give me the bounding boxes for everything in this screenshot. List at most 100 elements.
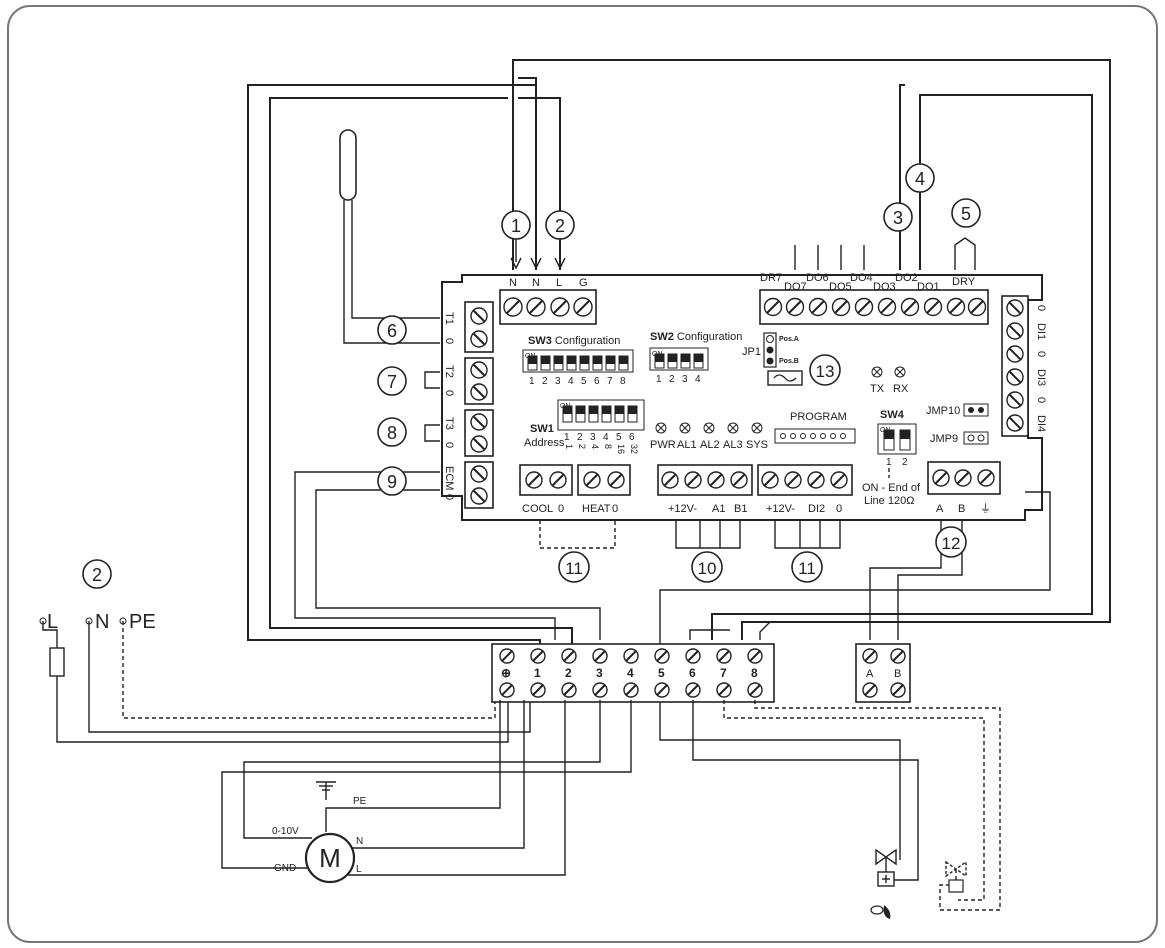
bus-terminal — [927, 461, 1001, 495]
jmp9-jumper[interactable] — [963, 431, 989, 445]
wire-n-loop — [512, 59, 1111, 640]
label-t1-0: 0 — [443, 338, 455, 344]
temperature-probe — [339, 129, 357, 201]
svg-text:1: 1 — [511, 216, 521, 236]
callout-8: 8 — [377, 417, 407, 447]
svg-text:7: 7 — [387, 372, 397, 392]
motor-0-10v: 0-10V — [272, 826, 299, 837]
pwr-led-icon — [655, 422, 667, 434]
di-label-0b: 0 — [1035, 351, 1047, 357]
svg-text:8: 8 — [387, 423, 397, 443]
ab-label-b: B — [894, 668, 901, 680]
label-do4: DO4 — [850, 272, 873, 284]
t2-terminal — [464, 357, 494, 405]
svg-text:3: 3 — [893, 208, 903, 228]
power-label-n2: N — [532, 277, 540, 289]
label-di2-0: 0 — [836, 503, 842, 515]
svg-text:2: 2 — [92, 565, 102, 585]
di-label-di4: DI4 — [1035, 415, 1047, 432]
jmp10-jumper[interactable] — [963, 403, 989, 417]
jmp10-label: JMP10 — [926, 405, 960, 417]
sw2-title: SW2 Configuration — [650, 331, 742, 343]
led-al3: AL3 — [723, 439, 743, 451]
svg-text:8: 8 — [603, 444, 613, 449]
sw2-dip-switch[interactable]: ON — [649, 347, 709, 371]
callout-4: 4 — [905, 163, 935, 193]
svg-text:2: 2 — [669, 374, 675, 385]
svg-text:13: 13 — [816, 362, 835, 381]
do-screws — [763, 297, 987, 317]
diagram-border — [7, 5, 1158, 943]
di-label-0c: 0 — [1035, 397, 1047, 403]
jp1-jumper[interactable] — [763, 332, 777, 368]
t3-terminal — [464, 409, 494, 457]
led-icons — [655, 422, 763, 434]
valve-wiring — [692, 700, 1001, 911]
ecm-terminal — [464, 461, 494, 509]
sys-led-icon — [751, 422, 763, 434]
svg-text:5: 5 — [616, 432, 622, 443]
sw3-dip-switch[interactable]: ON — [522, 349, 634, 373]
callout-11b: 11 — [791, 551, 823, 583]
motor-pe: PE — [353, 796, 367, 807]
label-cool-0: 0 — [558, 503, 564, 515]
callout-3: 3 — [883, 202, 913, 232]
bracket-10 — [675, 520, 741, 549]
jp1-label: JP1 — [742, 346, 761, 358]
label-heat: HEAT — [582, 503, 611, 515]
svg-text:12: 12 — [942, 534, 961, 553]
motor-symbol: M — [319, 843, 341, 873]
label-heat-0: 0 — [612, 503, 618, 515]
wire-8 — [759, 621, 771, 640]
sw4-note-1: ON - End of — [862, 482, 921, 494]
callout-5: 5 — [951, 198, 981, 228]
t1-terminal — [464, 301, 494, 353]
svg-text:6: 6 — [387, 321, 397, 341]
probe-wire-a — [343, 200, 440, 344]
callout-11a: 11 — [558, 551, 590, 583]
wire-do1 — [711, 94, 1093, 640]
wire-5 — [659, 491, 1051, 860]
mains-pe-label: PE — [129, 611, 156, 633]
ab-label-a: A — [866, 668, 874, 680]
fuse-symbol — [49, 647, 65, 677]
svg-text:5: 5 — [961, 204, 971, 224]
sw1-dip-switch[interactable]: ON — [557, 399, 645, 431]
jp1-pos-a: Pos.A — [779, 336, 799, 343]
terminal-strip-labels: ⊕ 1 2 3 4 5 6 7 8 — [501, 666, 758, 680]
jp1-pos-b: Pos.B — [779, 358, 799, 365]
svg-text:3: 3 — [555, 376, 561, 387]
label-bus-a: A — [936, 503, 944, 515]
svg-text:16: 16 — [616, 444, 626, 454]
bracket-11a — [539, 520, 616, 549]
label-t2: T2 — [443, 365, 455, 378]
svg-text:4: 4 — [568, 376, 574, 387]
svg-text:6: 6 — [689, 666, 696, 680]
mains-n-label: N — [95, 611, 109, 633]
label-t2-0: 0 — [443, 390, 455, 396]
sw1-weights: 1 2 4 8 16 32 — [564, 444, 639, 454]
callout-7: 7 — [377, 366, 407, 396]
callout-6: 6 — [377, 315, 407, 345]
svg-text:3: 3 — [590, 432, 596, 443]
svg-text:1: 1 — [529, 376, 535, 387]
probe-wire-b — [351, 200, 440, 319]
sw4-dip-switch[interactable]: ON — [877, 423, 917, 455]
di-label-di1: DI1 — [1035, 323, 1047, 340]
callout-1: 1 — [501, 210, 531, 240]
ecm-wire-b — [315, 489, 601, 640]
label-t3-0: 0 — [443, 442, 455, 448]
wire-do2 — [899, 84, 905, 270]
led-al1: AL1 — [677, 439, 697, 451]
ecm-wire-a — [294, 471, 556, 640]
fuse-icon — [767, 370, 803, 386]
valve-icon-2 — [945, 860, 967, 893]
power-screws — [503, 297, 593, 317]
rx-label: RX — [893, 383, 909, 395]
di-label-0a: 0 — [1035, 305, 1047, 311]
program-header[interactable] — [774, 428, 856, 444]
power-label-n1: N — [509, 277, 517, 289]
rx-led-icon — [894, 366, 906, 378]
svg-text:4: 4 — [627, 666, 634, 680]
